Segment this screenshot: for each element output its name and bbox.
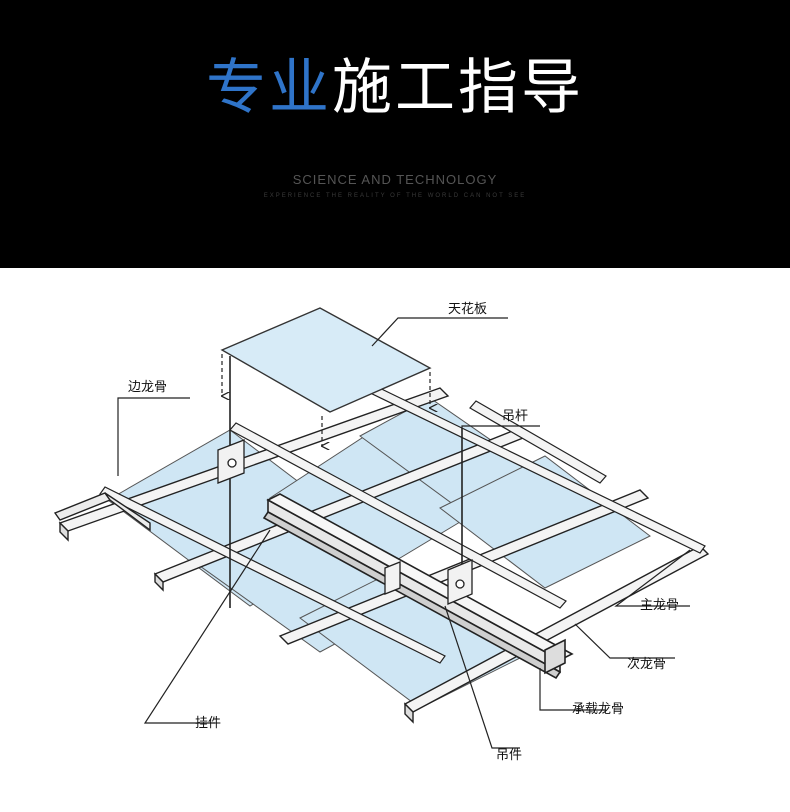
label-main-keel: 主龙骨 (640, 598, 680, 613)
label-bearing-keel: 承载龙骨 (572, 702, 625, 717)
bearing-keel (262, 493, 574, 680)
subtitle: SCIENCE AND TECHNOLOGY (292, 172, 498, 187)
label-secondary-keel: 次龙骨 (627, 657, 667, 672)
edge-keel (53, 492, 151, 532)
label-edge-keel: 边龙骨 (128, 380, 168, 395)
title-rest: 施工指导 (332, 53, 584, 123)
leader-lines (117, 317, 691, 749)
hanger-fittings (217, 439, 473, 605)
title-highlight: 专业 (206, 53, 332, 123)
label-hook-fitting: 挂件 (195, 716, 222, 731)
page-title: 专业施工指导 (0, 48, 790, 128)
tagline: EXPERIENCE THE REALITY OF THE WORLD CAN … (263, 193, 527, 199)
header-banner: 专业施工指导 SCIENCE AND TECHNOLOGY EXPERIENCE… (0, 0, 790, 268)
secondary-keels (99, 380, 706, 664)
label-hanger-fitting: 吊件 (496, 748, 523, 763)
ceiling-installation-diagram: 天花板 边龙骨 吊杆 主龙骨 次龙骨 承载龙骨 挂件 吊件 (0, 268, 790, 812)
ceiling-panel-drawing (220, 307, 430, 446)
diagram-drawing (53, 307, 710, 749)
label-hanger-rod: 吊杆 (502, 409, 529, 424)
hanger-rods (229, 356, 463, 608)
label-ceiling-panel: 天花板 (448, 302, 488, 317)
